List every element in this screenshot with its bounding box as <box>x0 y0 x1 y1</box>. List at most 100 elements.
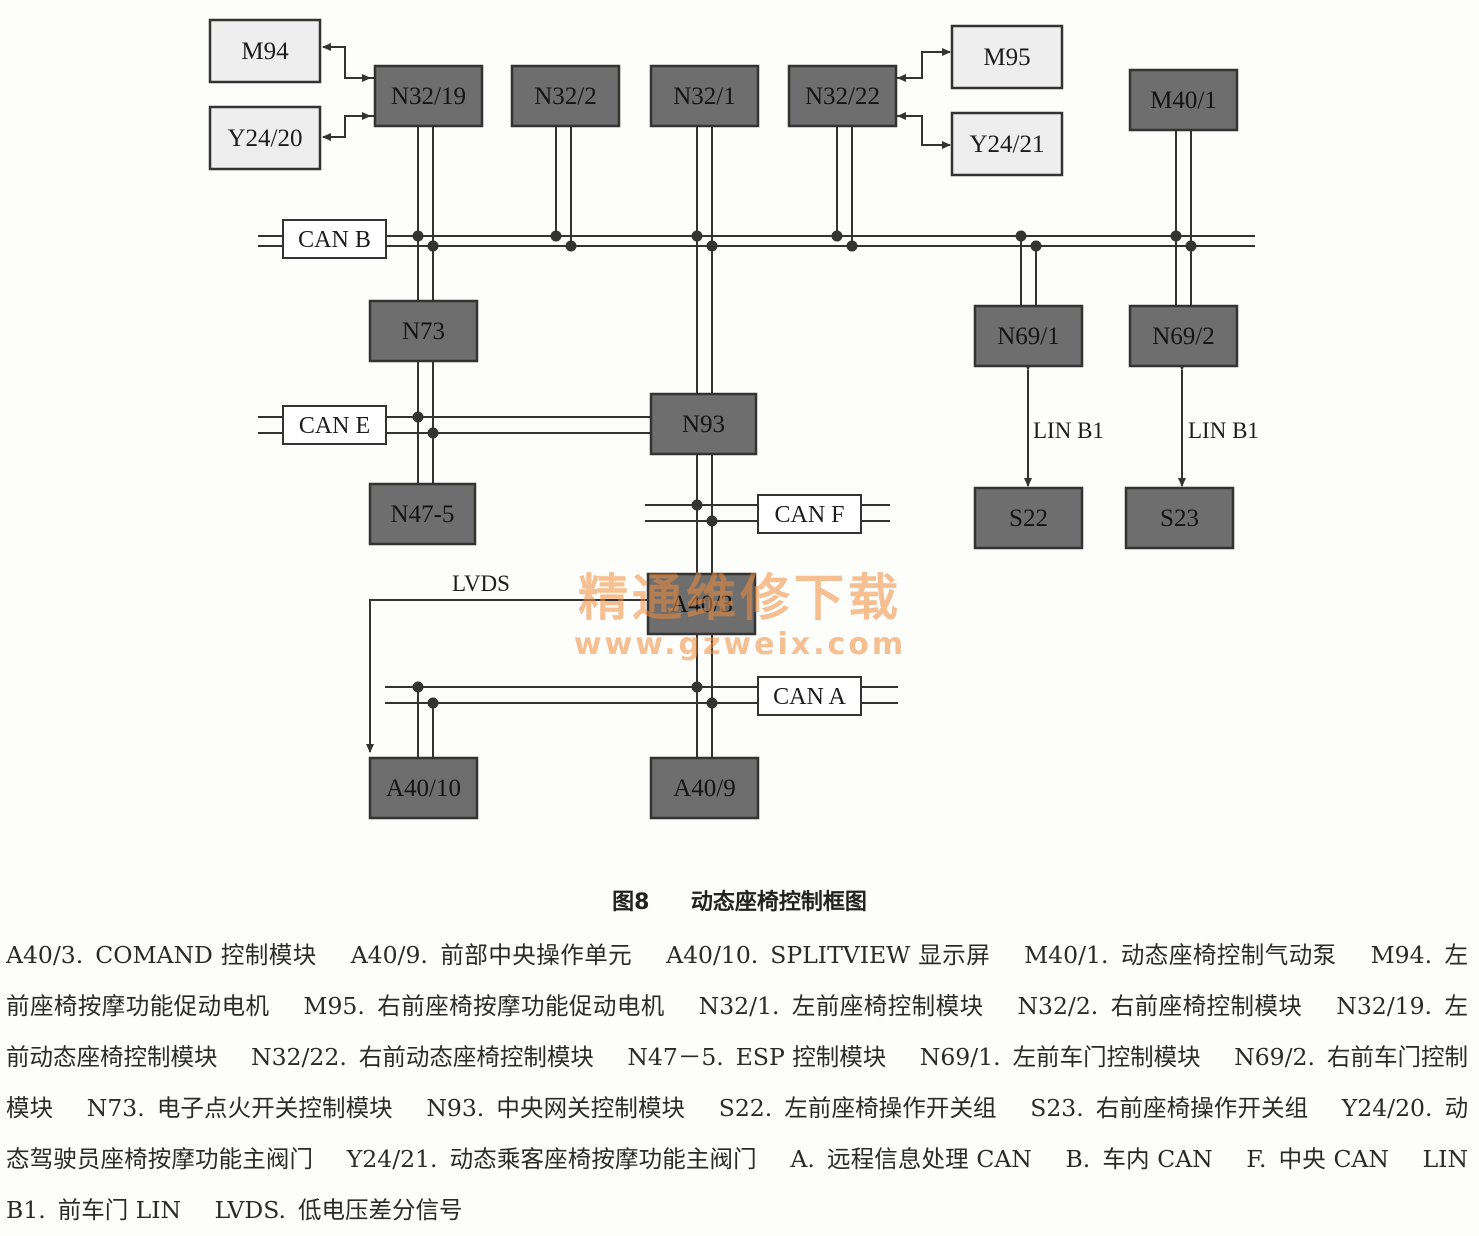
legend-item: N32/22.右前动态座椅控制模块 <box>251 1043 594 1071</box>
module-m94: M94 <box>208 18 322 84</box>
legend-desc: 电子点火开关控制模块 <box>156 1094 393 1122</box>
legend-desc: 右前座椅按摩功能促动电机 <box>376 992 665 1020</box>
lvds-wire <box>366 599 650 753</box>
legend-code: M94. <box>1370 941 1433 969</box>
module-label: M95 <box>983 44 1030 71</box>
legend-code: LIN B1. <box>6 1145 1469 1224</box>
junction-dot <box>412 681 424 693</box>
legend-item: Y24/21.动态乘客座椅按摩功能主阀门 <box>347 1145 757 1173</box>
module-box <box>646 572 757 636</box>
bus-label-box <box>282 219 387 259</box>
module-box <box>973 304 1084 368</box>
bus-label-box <box>757 494 862 534</box>
bus-label-text: CAN B <box>298 227 371 253</box>
module-label: N32/2 <box>534 83 597 110</box>
legend-desc: 前部中央操作单元 <box>439 941 633 969</box>
legend-code: A40/3. <box>6 941 84 969</box>
arrow-to-n32-22 <box>897 51 950 82</box>
module-a40-9: A40/9 <box>649 756 760 820</box>
legend-item: A40/9. 前部中央操作单元 <box>351 941 632 969</box>
junction-dot <box>565 240 577 252</box>
junction-dot <box>427 240 439 252</box>
module-box <box>787 64 898 128</box>
legend-code: A40/10. <box>666 941 759 969</box>
legend-desc: 动态乘客座椅按摩功能主阀门 <box>449 1145 757 1173</box>
legend-desc: 远程信息处理 CAN <box>826 1145 1032 1173</box>
module-label: S22 <box>1009 505 1048 532</box>
legend-code: N73. <box>86 1094 145 1122</box>
module-box <box>1124 486 1235 550</box>
module-m40-1: M40/1 <box>1128 68 1239 132</box>
junction-dot <box>1170 230 1182 242</box>
module-n69-2: N69/2 <box>1128 304 1239 368</box>
junction-dot <box>1185 240 1197 252</box>
legend-desc: 车内 CAN <box>1102 1145 1213 1173</box>
legend-item: S23.右前座椅操作开关组 <box>1030 1094 1308 1122</box>
legend-item: B. 车内 CAN <box>1065 1145 1212 1173</box>
module-box <box>649 756 760 820</box>
legend-desc: 中央网关控制模块 <box>496 1094 686 1122</box>
legend-code: S23. <box>1030 1094 1084 1122</box>
module-label: N69/1 <box>997 323 1060 350</box>
legend-code: F. <box>1246 1145 1267 1173</box>
legend-item: M95. 右前座椅按摩功能促动电机 <box>303 992 664 1020</box>
legend-code: N93. <box>426 1094 485 1122</box>
junction-dot <box>846 240 858 252</box>
module-box <box>649 64 760 128</box>
legend-code: A40/9. <box>350 941 428 969</box>
bus-label-text: CAN E <box>299 413 370 439</box>
legend-code: LVDS. <box>214 1196 286 1224</box>
module-box <box>973 486 1084 550</box>
module-y24-21: Y24/21 <box>950 111 1064 177</box>
module-m95: M95 <box>950 24 1064 90</box>
module-y24-20: Y24/20 <box>208 105 322 171</box>
module-box <box>208 18 322 84</box>
legend-desc: 动态座椅控制气动泵 <box>1120 941 1337 969</box>
legend-item: N32/1.左前座椅控制模块 <box>699 992 984 1020</box>
arrow-to-y24-20 <box>322 115 375 141</box>
lin-label-right: LIN B1 <box>1188 418 1259 443</box>
module-label: N47-5 <box>391 501 455 528</box>
figure-title: 动态座椅控制框图 <box>690 890 867 915</box>
legend-item: N47－5.ESP 控制模块 <box>627 1043 886 1071</box>
module-box <box>510 64 621 128</box>
legend-desc: SPLITVIEW 显示屏 <box>770 941 991 969</box>
module-label: N32/19 <box>391 83 466 110</box>
legend-desc: 低电压差分信号 <box>297 1196 463 1224</box>
module-label: M40/1 <box>1150 87 1217 114</box>
junction-dot <box>691 230 703 242</box>
module-box <box>368 299 479 363</box>
legend-code: M95. <box>303 992 365 1020</box>
legend-code: N47－5. <box>627 1043 724 1071</box>
module-n32-1: N32/1 <box>649 64 760 128</box>
legend-code: Y24/20. <box>1341 1094 1433 1122</box>
legend-item: A40/3.COMAND 控制模块 <box>6 941 317 969</box>
arrow-to-n32-19 <box>323 46 371 82</box>
figure-caption: 图8 动态座椅控制框图 <box>0 884 1479 916</box>
bus-label-can-b: CAN B <box>282 219 387 259</box>
legend-code: B. <box>1065 1145 1091 1173</box>
junction-dot <box>691 499 703 511</box>
bus-label-text: CAN A <box>773 684 846 710</box>
legend-item: N73. 电子点火开关控制模块 <box>87 1094 393 1122</box>
legend-item: S22.左前座椅操作开关组 <box>719 1094 997 1122</box>
module-box <box>373 64 484 128</box>
module-label: N69/2 <box>1152 323 1215 350</box>
legend-code: N69/2. <box>1234 1043 1315 1071</box>
bus-label-can-e: CAN E <box>282 405 387 445</box>
arrow-to-n32-19 <box>323 112 371 138</box>
junction-dot <box>1015 230 1027 242</box>
legend-item: M40/1.动态座椅控制气动泵 <box>1024 941 1337 969</box>
legend-desc: 左前动态座椅控制模块 <box>6 992 1468 1071</box>
legend-item: N93. 中央网关控制模块 <box>426 1094 685 1122</box>
legend-code: N69/1. <box>919 1043 1001 1071</box>
module-label: M94 <box>241 38 289 65</box>
bus-label-box <box>757 676 862 716</box>
junction-dot <box>412 230 424 242</box>
legend-item: M94.左前座椅按摩功能促动电机 <box>6 941 1468 1020</box>
module-label: Y24/21 <box>970 131 1045 158</box>
module-label: Y24/20 <box>228 125 303 152</box>
module-n32-19: N32/19 <box>373 64 484 128</box>
bus-label-text: CAN F <box>774 502 844 528</box>
